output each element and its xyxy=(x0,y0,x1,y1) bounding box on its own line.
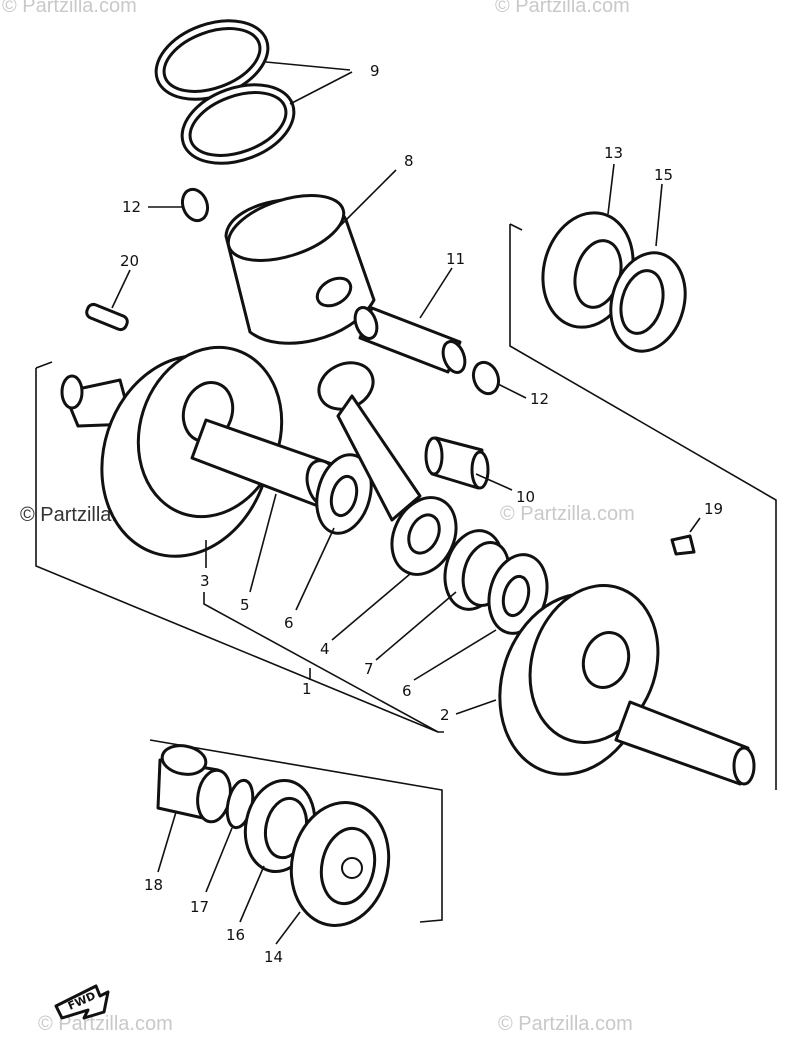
callout-crankshaft-assy: 1 xyxy=(302,680,312,698)
callout-bearing-small: 16 xyxy=(226,926,245,944)
connecting-rod xyxy=(317,361,458,576)
callout-washer-left: 6 xyxy=(284,614,294,632)
callout-bushing: 18 xyxy=(144,876,163,894)
watermark-top-left: © Partzilla.com xyxy=(2,0,137,17)
piston-pin xyxy=(353,306,467,374)
dowel-pin xyxy=(85,302,129,332)
oil-seal-right xyxy=(609,251,687,353)
callout-conrod: 4 xyxy=(320,640,330,658)
callout-woodruff-key: 19 xyxy=(704,500,723,518)
bushing xyxy=(156,744,232,824)
watermark-bottom-left: © Partzilla.com xyxy=(38,1013,173,1035)
woodruff-key xyxy=(670,534,696,556)
callout-washer-right: 6 xyxy=(402,682,412,700)
callout-piston-pin: 11 xyxy=(446,250,465,268)
thrust-washer-right xyxy=(487,553,549,635)
watermark-bottom-right: © Partzilla.com xyxy=(498,1013,633,1035)
needle-bearing-small-end xyxy=(424,436,490,490)
callout-crank-half-left: 3 xyxy=(200,572,210,590)
piston-pin-clip-lower xyxy=(471,360,501,396)
bearing-main xyxy=(289,801,391,927)
piston-rings xyxy=(154,19,296,165)
callout-needle-big-end: 7 xyxy=(364,660,374,678)
callout-dowel-pin: 20 xyxy=(120,252,139,270)
watermark-top-right: © Partzilla.com xyxy=(495,0,630,17)
callout-piston: 8 xyxy=(404,152,414,170)
callout-crank-pin: 5 xyxy=(240,596,250,614)
callout-piston-rings: 9 xyxy=(370,62,380,80)
callout-crank-half-right: 2 xyxy=(440,706,450,724)
crank-assembly-bracket xyxy=(35,361,444,733)
leader-lines xyxy=(111,61,701,945)
callout-oil-seal: 15 xyxy=(654,166,673,184)
forward-arrow-icon: FWD xyxy=(54,984,110,1020)
thrust-washer-left xyxy=(315,453,373,535)
callout-needle-small-end: 10 xyxy=(516,488,535,506)
callout-clip-upper: 12 xyxy=(122,198,141,216)
callout-bearing-right: 13 xyxy=(604,144,623,162)
callout-bearing-main: 14 xyxy=(264,948,283,966)
piston xyxy=(224,194,376,345)
piston-pin-clip-upper xyxy=(180,187,210,223)
right-assembly-bracket xyxy=(509,223,777,790)
callout-clip-lower: 12 xyxy=(530,390,549,408)
crank-half-right xyxy=(498,584,756,786)
bearing-assembly-bracket xyxy=(149,739,443,923)
callout-circlip: 17 xyxy=(190,898,209,916)
watermark-mid-right: © Partzilla.com xyxy=(500,503,635,525)
